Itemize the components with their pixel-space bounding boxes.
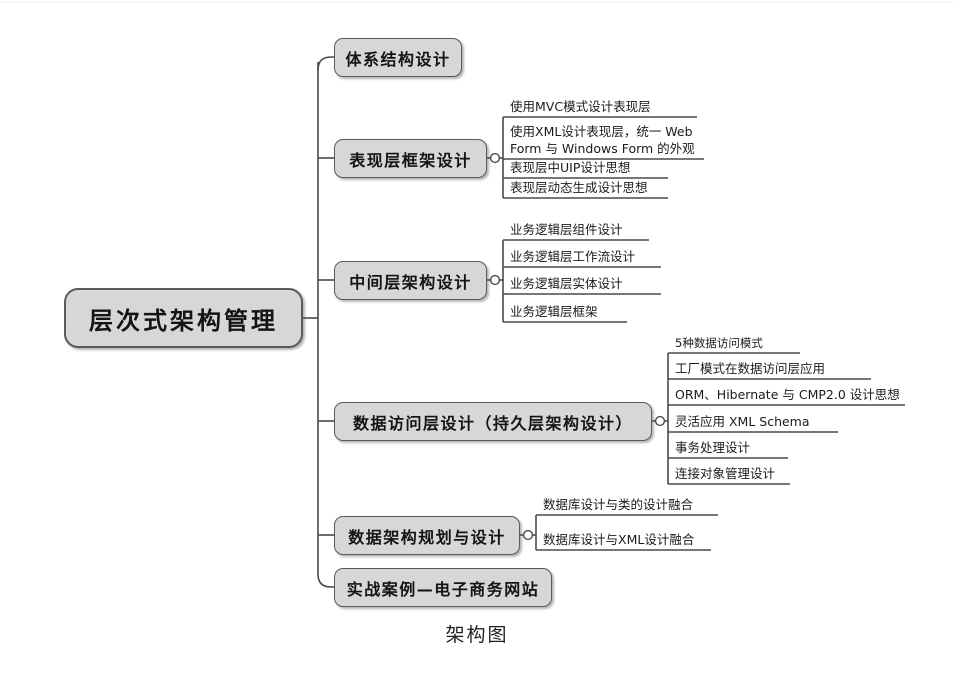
connector-elbow-6: [317, 573, 334, 588]
branch-node-presentation-framework[interactable]: 表现层框架设计: [334, 139, 487, 178]
subitem-text[interactable]: 业务逻辑层组件设计: [510, 222, 623, 237]
figure-caption: 架构图: [445, 624, 509, 646]
branch-node-label: 中间层架构设计: [349, 272, 472, 292]
subitem-text[interactable]: 数据库设计与类的设计融合: [543, 497, 694, 512]
toggle-circle-branch4: [654, 415, 666, 427]
subitem-text[interactable]: 业务逻辑层工作流设计: [510, 249, 636, 264]
toggle-circle-branch5: [522, 529, 534, 541]
branch-node-architecture-design[interactable]: 体系结构设计: [334, 38, 462, 77]
subitem-text[interactable]: 灵活应用 XML Schema: [675, 414, 810, 429]
root-node-label: 层次式架构管理: [89, 306, 278, 335]
subitem-text[interactable]: 使用MVC模式设计表现层: [510, 99, 651, 114]
toggle-circle-branch3: [489, 274, 501, 286]
root-node[interactable]: 层次式架构管理: [64, 288, 303, 348]
subitem-text[interactable]: 表现层中UIP设计思想: [510, 160, 631, 175]
branch-node-case-study[interactable]: 实战案例—电子商务网站: [334, 568, 552, 607]
branch-node-label: 实战案例—电子商务网站: [346, 579, 540, 599]
subitem-text[interactable]: 数据库设计与XML设计融合: [543, 532, 695, 547]
subitem-text[interactable]: ORM、Hibernate 与 CMP2.0 设计思想: [675, 387, 900, 402]
branch-node-data-access-layer[interactable]: 数据访问层设计（持久层架构设计）: [334, 402, 652, 441]
subitem-text[interactable]: 业务逻辑层框架: [510, 304, 598, 319]
subitem-text[interactable]: 5种数据访问模式: [675, 336, 763, 350]
subitem-text[interactable]: 事务处理设计: [675, 440, 751, 455]
branch-node-label: 体系结构设计: [345, 49, 451, 69]
subitem-text[interactable]: 工厂模式在数据访问层应用: [675, 361, 826, 376]
subitem-text[interactable]: 业务逻辑层实体设计: [510, 276, 623, 291]
branch-node-label: 表现层框架设计: [349, 150, 472, 170]
scan-artifact-line: [0, 2, 954, 3]
branch-node-data-architecture[interactable]: 数据架构规划与设计: [334, 516, 520, 555]
branch-node-label: 数据架构规划与设计: [348, 527, 506, 547]
subitem-text[interactable]: 表现层动态生成设计思想: [510, 180, 648, 195]
subitem-text[interactable]: 使用XML设计表现层，统一 Web Form 与 Windows Form 的外…: [510, 124, 695, 156]
branch-node-label: 数据访问层设计（持久层架构设计）: [352, 413, 633, 433]
subitem-text[interactable]: 连接对象管理设计: [675, 466, 776, 481]
toggle-circle-branch2: [489, 152, 501, 164]
connector-elbow-1: [317, 56, 334, 71]
branch-node-middle-layer[interactable]: 中间层架构设计: [334, 261, 487, 300]
